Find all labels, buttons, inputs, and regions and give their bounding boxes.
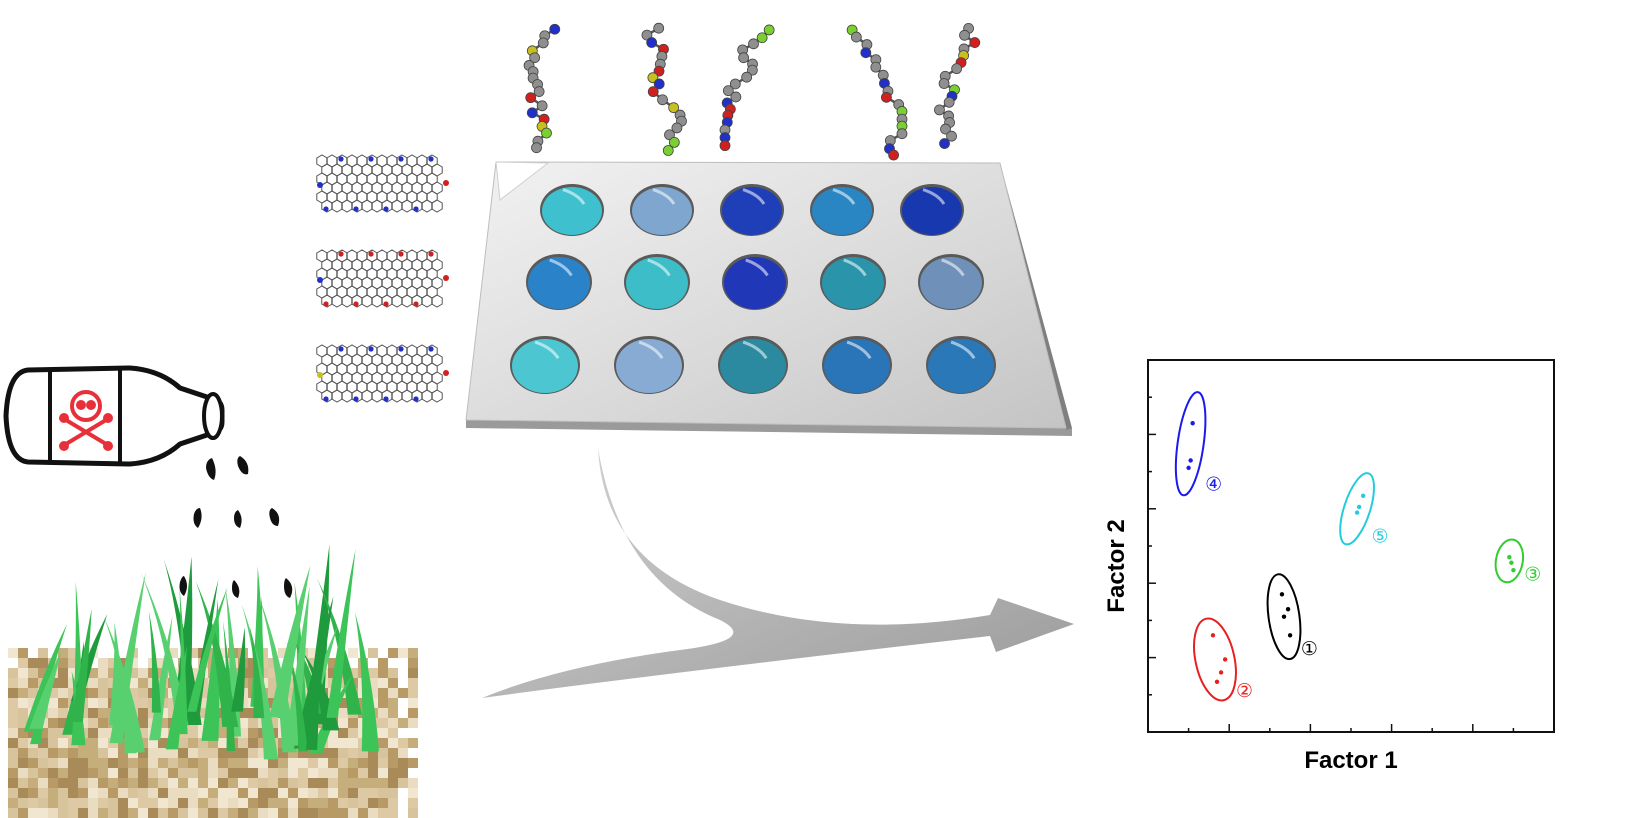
data-point	[1287, 633, 1293, 638]
cluster-label: ③	[1524, 563, 1541, 585]
data-point	[1285, 607, 1291, 612]
well-plate-icon	[465, 161, 1072, 436]
cluster-series: ① ② ③ ④ ⑤	[1174, 391, 1541, 702]
data-point	[1210, 633, 1216, 638]
well	[540, 184, 604, 236]
cluster-label: ⑤	[1372, 525, 1389, 547]
cluster: ⑤	[1339, 472, 1389, 547]
axis-ticks	[1148, 396, 1515, 732]
cluster: ③	[1494, 538, 1541, 585]
data-point	[1507, 554, 1512, 560]
molecule-icon	[719, 24, 775, 152]
cluster-ellipse	[1193, 617, 1237, 702]
well	[820, 254, 886, 310]
x-axis-label: Factor 1	[1304, 747, 1397, 774]
data-point	[1356, 504, 1362, 510]
well	[510, 336, 580, 394]
cluster-ellipse	[1266, 573, 1302, 661]
data-point	[1218, 670, 1224, 675]
grass-soil-icon	[8, 544, 418, 818]
well	[900, 184, 964, 236]
grass-blades	[23, 544, 380, 760]
data-point	[1509, 560, 1514, 565]
nanosheet-stack	[316, 154, 449, 403]
well	[614, 336, 684, 394]
data-point	[1214, 679, 1220, 684]
data-point	[1511, 567, 1516, 573]
cluster: ④	[1174, 391, 1222, 497]
scatter-chart: ① ② ③ ④ ⑤ Factor 1 Factor 2	[1103, 359, 1555, 774]
well	[526, 254, 592, 310]
well	[624, 254, 690, 310]
molecule-icon	[846, 24, 908, 161]
pesticide-bottle-icon	[3, 365, 225, 467]
molecule-row	[523, 22, 981, 161]
cluster-label: ④	[1205, 474, 1222, 496]
cluster-label: ②	[1236, 680, 1253, 702]
data-point	[1281, 614, 1287, 619]
cluster-ellipse	[1494, 538, 1525, 584]
data-point	[1188, 458, 1193, 463]
data-point	[1190, 421, 1195, 426]
cluster-ellipse	[1174, 391, 1207, 497]
cluster: ①	[1266, 573, 1318, 661]
well	[926, 336, 996, 394]
well-grid	[510, 184, 996, 394]
nanosheet-icon	[316, 154, 449, 213]
molecule-icon	[641, 22, 687, 156]
well	[718, 336, 788, 394]
pesticide-drops	[179, 456, 293, 598]
y-axis-label: Factor 2	[1103, 519, 1130, 612]
cluster-ellipse	[1339, 472, 1375, 546]
plot-frame	[1147, 359, 1555, 733]
data-point	[1222, 657, 1228, 662]
curved-arrow-icon	[482, 448, 1074, 698]
molecule-icon	[934, 22, 981, 149]
data-point	[1360, 493, 1366, 498]
well	[720, 184, 784, 236]
skull-crossbones-icon	[59, 390, 113, 451]
data-point	[1279, 592, 1285, 597]
well	[810, 184, 874, 236]
well	[822, 336, 892, 394]
cluster: ②	[1193, 617, 1253, 702]
data-point	[1186, 465, 1191, 471]
cluster-label: ①	[1301, 638, 1318, 660]
data-point	[1354, 510, 1360, 515]
well	[918, 254, 984, 310]
nanosheet-icon	[316, 344, 449, 403]
well	[722, 254, 788, 310]
nanosheet-icon	[316, 249, 449, 308]
well	[630, 184, 694, 236]
molecule-icon	[523, 23, 561, 154]
